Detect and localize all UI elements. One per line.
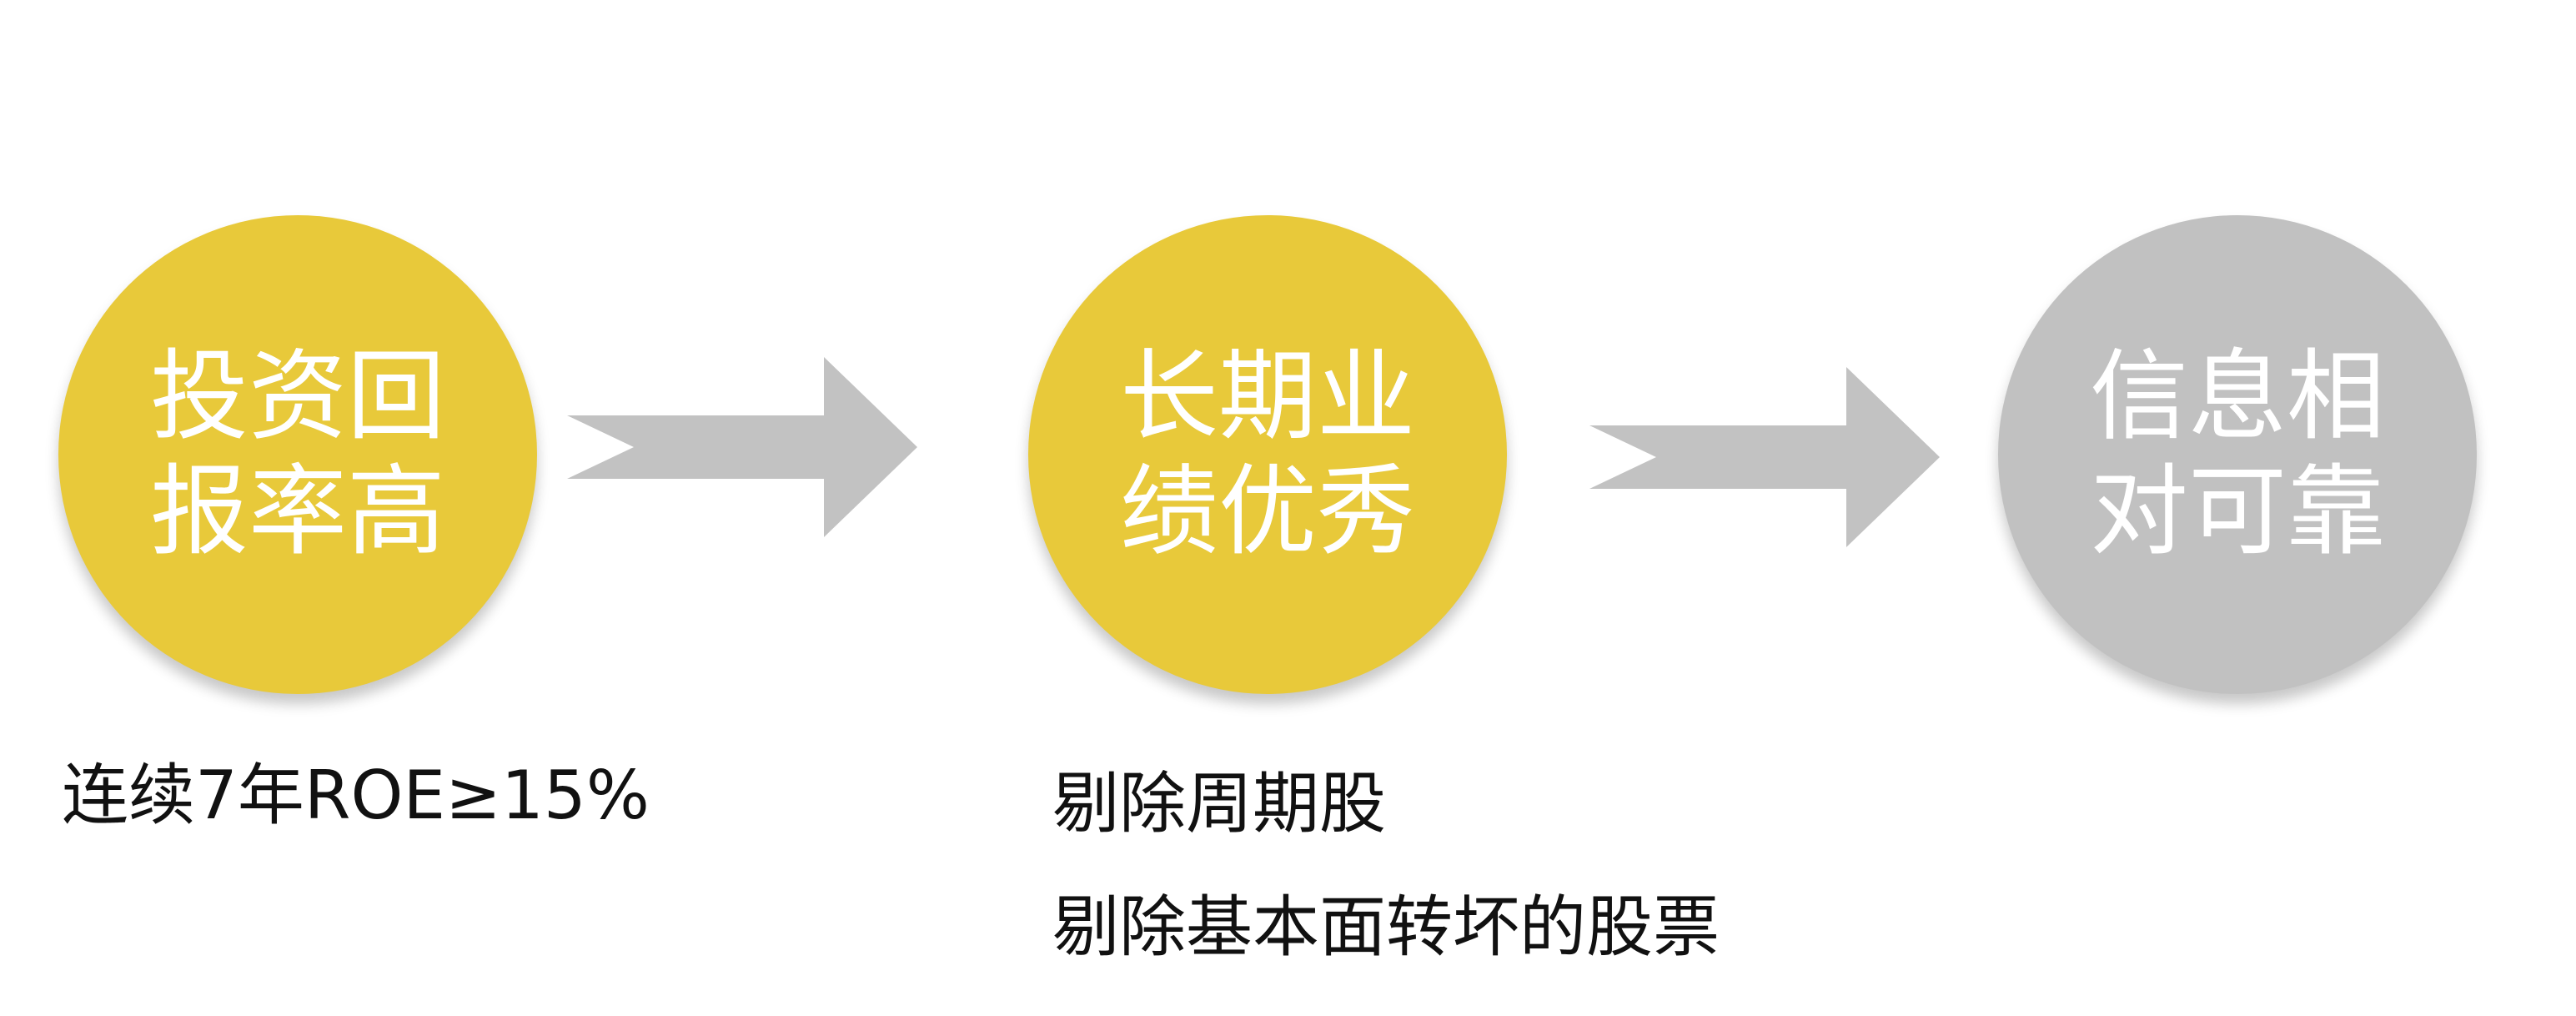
step-3-circle: 信息相 对可靠 (1998, 215, 2477, 694)
step-2-criterion-1: 剔除周期股 (1052, 765, 1386, 842)
step-2-line2: 绩优秀 (1119, 454, 1415, 569)
step-2-label: 长期业 绩优秀 (1028, 339, 1507, 569)
arrow-right-icon (567, 357, 917, 537)
step-3-line1: 信息相 (2089, 339, 2385, 454)
step-3-label: 信息相 对可靠 (1998, 339, 2477, 569)
step-1-circle: 投资回 报率高 (58, 215, 537, 694)
arrow-right-icon (1589, 367, 1940, 547)
step-2-circle: 长期业 绩优秀 (1028, 215, 1507, 694)
step-2-criterion-2: 剔除基本面转坏的股票 (1052, 888, 1720, 966)
step-1-label: 投资回 报率高 (58, 339, 537, 569)
step-2-line1: 长期业 (1119, 339, 1415, 454)
step-1-line2: 报率高 (149, 454, 445, 569)
step-1-line1: 投资回 (149, 339, 445, 454)
step-1-criterion: 连续7年ROE≥15% (62, 757, 650, 834)
step-3-line2: 对可靠 (2089, 454, 2385, 569)
